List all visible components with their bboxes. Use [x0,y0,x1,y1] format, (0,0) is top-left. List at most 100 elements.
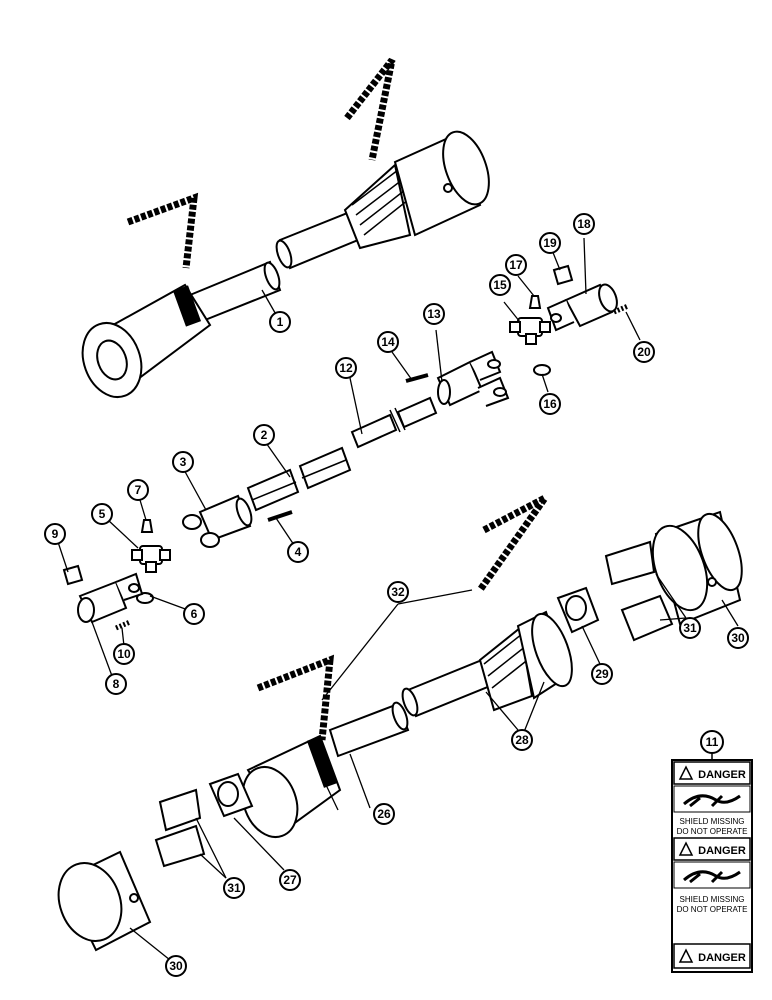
lower-right-shield-open-end [531,612,573,688]
callout-20: 20 [633,341,655,363]
half-shell-upper-b [620,594,674,642]
end-cap-lower-open-end [57,862,123,942]
callout-30-lower: 30 [165,955,187,977]
decal-pictogram-2 [673,861,751,889]
lower-outer-tube [328,702,410,758]
callout-29: 29 [591,663,613,685]
callout-8: 8 [105,673,127,695]
entanglement-pictogram-icon [683,794,741,808]
spring-pin-lower [115,619,131,631]
svg-text:7: 7 [135,483,142,497]
svg-text:29: 29 [595,667,609,681]
decal-shield-warning-1: SHIELD MISSING DO NOT OPERATE [677,817,748,836]
callout-3: 3 [172,451,194,473]
svg-text:16: 16 [543,397,557,411]
lower-right-bearing-ring [478,626,534,712]
svg-text:11: 11 [706,735,719,749]
middle-shaft-parts [62,264,629,631]
svg-text:14: 14 [381,335,395,349]
callout-11: 11 [700,730,724,754]
svg-text:30: 30 [169,959,183,973]
grease-fitting-lower [140,519,154,533]
upper-safety-chain-left [126,192,199,269]
svg-text:DO NOT OPERATE: DO NOT OPERATE [677,905,748,914]
bolt-lower [62,564,84,586]
callout-12: 12 [335,357,357,379]
inner-profile-tube [350,413,398,449]
svg-text:2: 2 [261,428,268,442]
cross-bearing-lower [131,545,171,573]
warning-triangle-icon [678,948,694,963]
svg-text:SHIELD MISSING: SHIELD MISSING [680,895,745,904]
svg-text:12: 12 [339,361,353,375]
upper-safety-chain-right [344,57,396,161]
callout-16: 16 [539,393,561,415]
svg-text:17: 17 [509,258,523,272]
outer-profile-tube [246,468,300,512]
half-shell-lower-b [154,824,206,868]
lower-safety-chain-left [256,654,335,741]
svg-text:4: 4 [295,545,302,559]
grease-fitting-upper [528,295,542,309]
callout-7: 7 [127,479,149,501]
svg-text:10: 10 [117,647,131,661]
danger-decal: DANGER SHIELD MISSING DO NOT OPERATE DAN… [671,753,753,973]
callout-32: 32 [387,581,409,603]
svg-text:30: 30 [731,631,745,645]
snap-ring-lower [136,592,154,604]
callout-27: 27 [279,869,301,891]
svg-text:9: 9 [52,527,59,541]
svg-text:31: 31 [683,621,697,635]
svg-text:28: 28 [515,733,529,747]
svg-text:5: 5 [99,507,106,521]
svg-text:SHIELD MISSING: SHIELD MISSING [680,817,745,826]
leader-lines [57,237,739,961]
callout-31-lower: 31 [223,877,245,899]
callout-5: 5 [91,503,113,525]
callout-30-upper: 30 [727,627,749,649]
half-shell-lower-a [158,788,202,832]
callout-13: 13 [423,303,445,325]
bolt-upper [552,264,574,286]
callout-14: 14 [377,331,399,353]
svg-text:18: 18 [577,217,591,231]
roll-pin-lower [267,510,293,522]
decal-pictogram-1 [673,785,751,813]
svg-text:1: 1 [277,315,284,329]
svg-text:27: 27 [283,873,297,887]
snap-ring-upper [533,364,551,376]
decal-danger-header-2: DANGER [673,837,751,861]
callout-26: 26 [373,803,395,825]
upper-driveline-assembly [81,57,490,398]
upper-right-shield-open-end [442,130,490,206]
warning-triangle-icon [678,841,694,856]
lower-left-shield-open-end [241,766,299,838]
callout-18: 18 [573,213,595,235]
entanglement-pictogram-icon [683,870,741,884]
callout-10: 10 [113,643,135,665]
roll-pin-upper [405,373,429,383]
svg-text:13: 13 [427,307,441,321]
svg-text:3: 3 [180,455,187,469]
callout-31-upper: 31 [679,617,701,639]
callout-17: 17 [505,254,527,276]
svg-text:19: 19 [543,236,557,250]
warning-triangle-icon [678,765,694,780]
callout-1: 1 [269,311,291,333]
svg-text:DO NOT OPERATE: DO NOT OPERATE [677,827,748,836]
spring-pin-upper [613,303,629,315]
svg-text:6: 6 [191,607,198,621]
decal-shield-warning-2: SHIELD MISSING DO NOT OPERATE [677,895,748,914]
callout-6: 6 [183,603,205,625]
decal-danger-header-3: DANGER [673,943,751,969]
lower-driveline-assembly [57,494,743,952]
svg-text:26: 26 [377,807,391,821]
cross-bearing-upper [509,317,551,345]
svg-text:20: 20 [637,345,651,359]
callout-9: 9 [44,523,66,545]
callout-28: 28 [511,729,533,751]
svg-text:DANGER: DANGER [698,769,746,781]
decal-danger-header-1: DANGER [673,761,751,785]
lower-inner-tube [406,658,492,718]
